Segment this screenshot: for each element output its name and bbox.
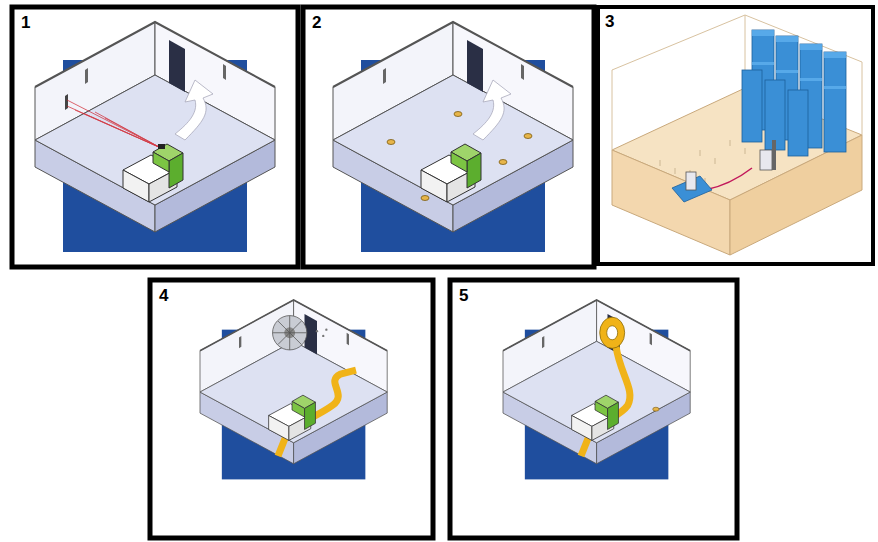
- panel-number: 1: [20, 14, 31, 31]
- panel-number: 3: [604, 13, 615, 30]
- panel-number: 2: [311, 14, 322, 31]
- panel-number: 5: [458, 287, 469, 304]
- panel-number: 4: [158, 287, 169, 304]
